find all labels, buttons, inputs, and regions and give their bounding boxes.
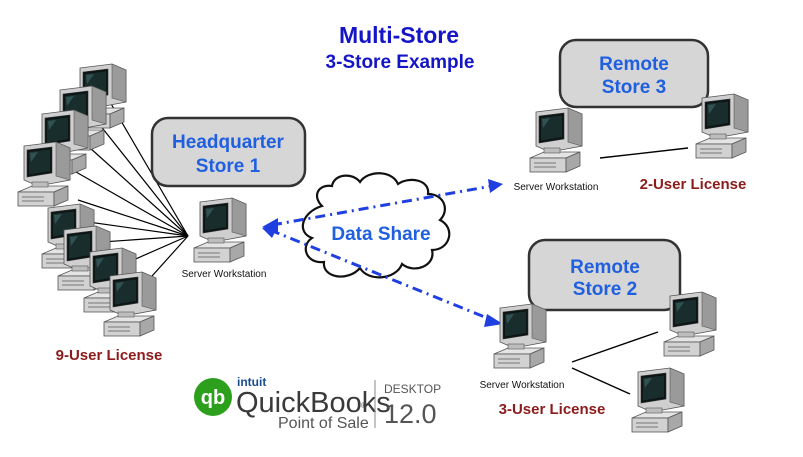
- client-computer: [103, 271, 157, 337]
- arrowhead-store2: [484, 314, 503, 327]
- store2-license: 3-User License: [499, 401, 606, 418]
- store2-client-computer: [663, 291, 717, 357]
- arrow-to-store3: [271, 184, 493, 227]
- headquarter-store-box: Headquarter Store 1: [150, 116, 307, 188]
- store3-server-label: Server Workstation: [514, 182, 599, 193]
- data-share-label: Data Share: [331, 224, 430, 245]
- headquarter-label: Headquarter: [172, 132, 285, 153]
- remote-store-2-number: Store 2: [573, 279, 637, 300]
- remote-store-3-box: Remote Store 3: [558, 38, 710, 109]
- diagram-subtitle: 3-Store Example: [326, 52, 475, 73]
- remote-store-3-label: Remote: [599, 54, 669, 75]
- intuit-brand: intuit: [237, 375, 266, 389]
- remote-store-2-box: Remote Store 2: [527, 238, 682, 312]
- remote-store-3-number: Store 3: [602, 77, 666, 98]
- trademark-symbol: ®: [361, 401, 367, 410]
- data-share-arrows: [269, 184, 493, 322]
- client-computer: [17, 141, 71, 207]
- store3-license: 2-User License: [640, 176, 747, 193]
- quickbooks-pos-logo: qb intuit QuickBooks ® Point of Sale DES…: [194, 375, 441, 432]
- arrow-to-store2: [269, 228, 493, 322]
- arrowhead-store3: [488, 179, 503, 193]
- hq-license: 9-User License: [56, 347, 163, 364]
- arrowheads: [262, 179, 503, 327]
- point-of-sale-label: Point of Sale: [278, 415, 369, 432]
- store2-client-computer: [631, 367, 685, 433]
- diagram-title: Multi-Store: [339, 22, 459, 48]
- headquarter-store-number: Store 1: [196, 156, 261, 177]
- qb-glyph: qb: [201, 387, 225, 409]
- desktop-edition-label: DESKTOP: [384, 382, 441, 396]
- quickbooks-wordmark: QuickBooks: [236, 387, 391, 419]
- data-share-cloud: Data Share: [301, 172, 451, 279]
- version-number: 12.0: [384, 399, 437, 429]
- quickbooks-logo-icon: [194, 378, 232, 416]
- remote-store-2-label: Remote: [570, 257, 640, 278]
- store2-server-computer: [493, 303, 547, 369]
- store3-client-computer: [695, 93, 749, 159]
- store2-server-label: Server Workstation: [480, 380, 565, 391]
- hq-server-computer: [193, 197, 247, 263]
- store3-server-computer: [529, 107, 583, 173]
- hq-client-computers: [17, 63, 157, 337]
- hq-server-label: Server Workstation: [182, 269, 267, 280]
- store2-link-lines: [571, 331, 659, 395]
- arrowhead-hq-2: [262, 226, 278, 238]
- store3-link-line: [599, 147, 689, 159]
